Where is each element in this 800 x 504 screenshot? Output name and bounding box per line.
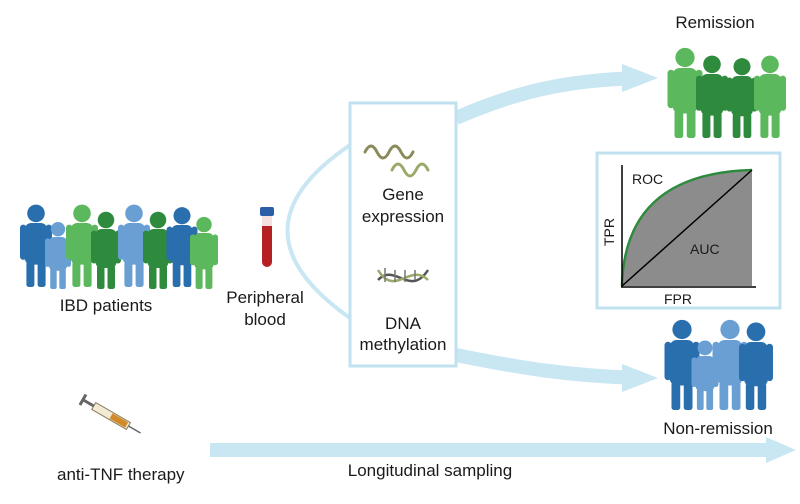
rna-icon (363, 144, 430, 178)
remission-group (667, 47, 786, 138)
remission-label: Remission (675, 13, 755, 32)
ibd-patients-label: IBD patients (59, 296, 153, 315)
ibd-patients-group (20, 204, 218, 289)
roc-xlabel: FPR (664, 291, 692, 307)
peripheral-blood-label-1: Peripheral (226, 288, 304, 307)
person-icon (91, 211, 121, 289)
arrow-to-non-remission (454, 348, 641, 385)
dna-icon (376, 268, 430, 283)
arrowhead-non-remission (622, 364, 658, 392)
person-icon (754, 55, 786, 138)
non-remission-group (664, 319, 773, 410)
roc-ylabel: TPR (601, 218, 617, 246)
arrow-to-remission (453, 71, 641, 125)
person-icon (726, 58, 758, 138)
peripheral-blood-label-2: blood (244, 310, 286, 329)
syringe-icon (78, 393, 141, 434)
blood-tube-icon (260, 207, 274, 267)
anti-tnf-therapy-label: anti-TNF therapy (57, 465, 185, 484)
gene-expression-label-2: expression (361, 207, 445, 226)
gene-expression-label-1: Gene (382, 185, 424, 204)
longitudinal-sampling-label: Longitudinal sampling (347, 461, 513, 480)
timeline-arrowhead (766, 437, 796, 463)
person-icon (696, 55, 728, 138)
roc-diagonal (621, 169, 753, 287)
roc-curve (620, 168, 753, 287)
person-icon (739, 322, 773, 410)
roc-title: ROC (632, 171, 663, 187)
non-remission-label: Non-remission (663, 419, 773, 438)
dna-methylation-label-2: methylation (359, 335, 447, 354)
omics-box (348, 101, 458, 368)
arrowhead-remission (622, 64, 658, 92)
blood-to-omics-connector (285, 143, 352, 320)
roc-auc-label: AUC (690, 241, 720, 257)
dna-methylation-label-1: DNA (385, 314, 421, 333)
